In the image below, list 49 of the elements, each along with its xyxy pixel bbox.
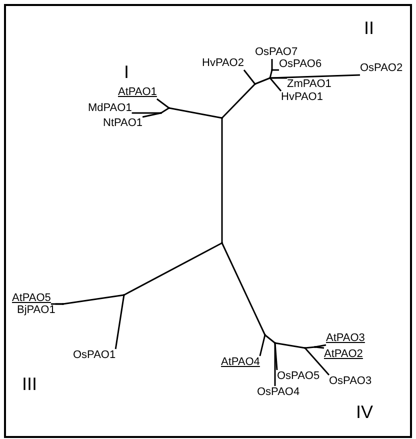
leaf-label: HvPAO1 xyxy=(281,91,323,104)
leaf-label: OsPAO7 xyxy=(255,46,298,59)
leaf-label: AtPAO5 xyxy=(12,292,51,305)
tree-branch xyxy=(132,112,161,114)
leaf-label: OsPAO4 xyxy=(257,386,300,399)
clade-numeral: I xyxy=(124,62,130,82)
tree-branch xyxy=(274,342,306,349)
tree-branch xyxy=(270,77,287,79)
leaf-label: BjPAO1 xyxy=(17,304,56,317)
leaf-label: AtPAO4 xyxy=(221,356,260,369)
clade-numeral: II xyxy=(364,18,374,38)
tree-branch xyxy=(168,107,222,119)
tree-branch xyxy=(314,346,324,349)
tree-branch xyxy=(271,59,273,70)
leaf-label: OsPAO2 xyxy=(360,62,403,75)
tree-branch xyxy=(221,242,266,336)
clade-numeral: IV xyxy=(356,402,374,422)
tree-branch xyxy=(114,294,125,350)
leaf-label: MdPAO1 xyxy=(88,102,132,115)
leaf-label: OsPAO5 xyxy=(277,370,320,383)
tree-branch xyxy=(264,334,276,344)
tree-branch xyxy=(55,303,63,305)
tree-branch xyxy=(269,78,282,92)
leaf-label: AtPAO2 xyxy=(324,348,363,361)
tree-branch xyxy=(142,112,162,118)
tree-branch xyxy=(243,70,256,84)
tree-branch xyxy=(259,334,266,356)
leaf-label: OsPAO6 xyxy=(279,58,322,71)
leaf-label: HvPAO2 xyxy=(202,57,244,70)
tree-branch xyxy=(156,98,170,109)
tree-branch xyxy=(304,346,316,349)
clade-numeral: III xyxy=(22,374,38,394)
leaf-label: OsPAO3 xyxy=(329,375,372,388)
tree-branch xyxy=(274,342,278,370)
tree-branch xyxy=(160,107,170,114)
tree-branch xyxy=(270,74,360,79)
tree-branch xyxy=(272,69,279,71)
leaf-label: AtPAO3 xyxy=(326,332,365,345)
tree-branch xyxy=(314,344,326,348)
tree-branch xyxy=(62,294,124,305)
leaf-label: AtPAO1 xyxy=(118,86,157,99)
leaf-label: OsPAO1 xyxy=(73,349,116,362)
tree-branch xyxy=(124,242,222,296)
tree-branch xyxy=(254,77,270,85)
tree-branch xyxy=(221,118,223,243)
tree-branch xyxy=(304,348,330,376)
leaf-label: NtPAO1 xyxy=(103,117,143,130)
tree-branch xyxy=(221,83,256,119)
leaf-label: ZmPAO1 xyxy=(287,78,332,91)
